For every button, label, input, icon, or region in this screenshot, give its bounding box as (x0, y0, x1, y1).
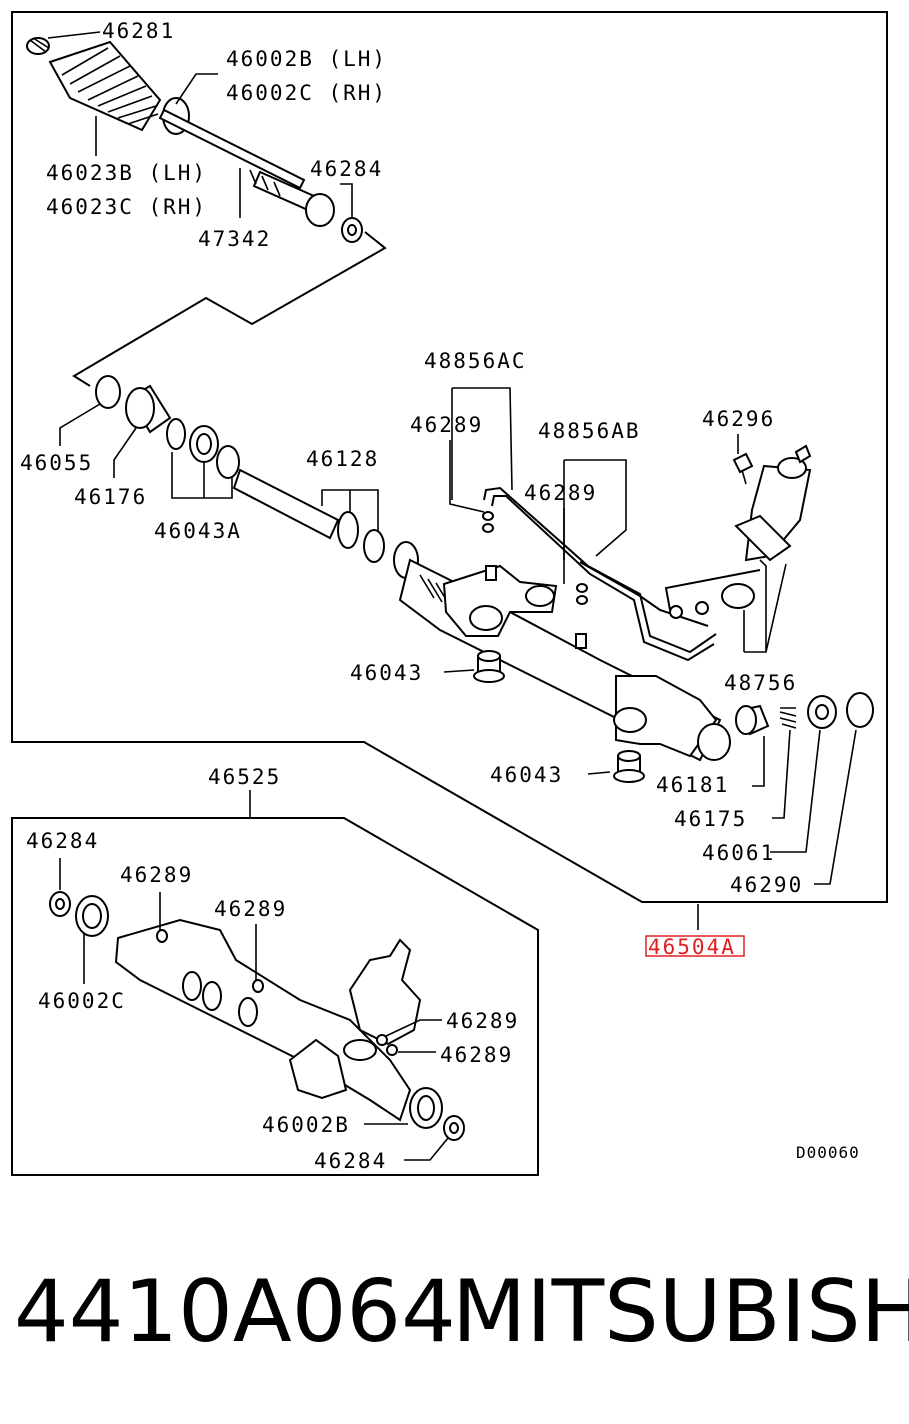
phantom-valve-line (664, 569, 761, 611)
sub-assembly-frame (11, 817, 539, 1176)
callout-labels: 46281 46002B (LH) 46002C (RH) 46023B (LH… (20, 19, 860, 1173)
sub-housing-valve (348, 938, 422, 1046)
callout-46289-e: 46289 (446, 1009, 519, 1033)
callout-46284-left: 46284 (26, 829, 99, 853)
oring-part-2 (216, 445, 240, 479)
sub-seal-1 (182, 971, 202, 1001)
sub-plug-2 (252, 979, 264, 993)
sub-plug-4 (386, 1044, 398, 1056)
callout-46043A: 46043A (154, 519, 242, 543)
callout-46002C: 46002C (38, 989, 126, 1013)
callout-46023C-rh: 46023C (RH) (46, 195, 207, 219)
callout-46504A[interactable]: 46504A (648, 935, 736, 959)
gear-housing (232, 444, 812, 762)
sub-plug-3 (376, 1034, 388, 1046)
callout-47342: 47342 (198, 227, 271, 251)
callout-46002B: 46002B (262, 1113, 350, 1137)
bushing-part (125, 384, 172, 434)
callout-46061: 46061 (702, 841, 775, 865)
pressure-pipe-upper (483, 486, 717, 654)
product-footer: 4410A064 MITSUBISHI (0, 1262, 909, 1372)
callout-46002B-lh: 46002B (LH) (226, 47, 387, 71)
callout-46289-c: 46289 (120, 863, 193, 887)
sub-lock-nut-right (443, 1115, 465, 1141)
callout-46525: 46525 (208, 765, 281, 789)
leader-lines-sub (59, 858, 449, 1161)
callout-46043-a: 46043 (350, 661, 423, 685)
rack-boot-part (48, 40, 162, 132)
sub-plug-1 (156, 929, 168, 943)
sub-lock-nut-left (49, 891, 71, 917)
plug-cap-part (807, 695, 837, 729)
tie-rod-group (26, 37, 363, 243)
callout-46284-top: 46284 (310, 157, 383, 181)
tie-rod-part (158, 108, 335, 227)
oring-part-48756-a (669, 605, 683, 619)
callout-48856AB: 48856AB (538, 419, 641, 443)
callout-46289-d: 46289 (214, 897, 287, 921)
plug-part-1 (482, 511, 494, 521)
plug-part-2 (482, 523, 494, 533)
grommet-part-2 (613, 750, 645, 783)
sub-seal-3 (238, 997, 258, 1027)
plug-part-3 (576, 583, 588, 593)
lock-nut-part (341, 217, 363, 243)
callout-46289-f: 46289 (440, 1043, 513, 1067)
callout-46176: 46176 (74, 485, 147, 509)
oring-part-46290 (846, 692, 874, 728)
callout-48856AC: 48856AC (424, 349, 527, 373)
grommet-part-1 (473, 650, 505, 683)
pressure-pipe-lower (579, 561, 709, 627)
sub-oring-large (343, 1039, 377, 1061)
sub-seal-2 (202, 981, 222, 1011)
callout-46055: 46055 (20, 451, 93, 475)
callout-46175: 46175 (674, 807, 747, 831)
snap-ring-part (95, 375, 121, 409)
part-number: 4410A064 (14, 1262, 456, 1362)
callout-46289-b: 46289 (524, 481, 597, 505)
callout-46181: 46181 (656, 773, 729, 797)
cover-part (735, 704, 770, 736)
callout-46289-a: 46289 (410, 413, 483, 437)
callout-46002C-rh: 46002C (RH) (226, 81, 387, 105)
spring-part (779, 707, 797, 729)
main-assembly-frame (11, 11, 888, 903)
oring-part-1 (166, 418, 186, 450)
sub-band-right (409, 1087, 443, 1129)
callout-46284-bottom: 46284 (314, 1149, 387, 1173)
callout-46296: 46296 (702, 407, 775, 431)
highlight-box (645, 935, 745, 957)
oring-part-48756-c (721, 583, 755, 609)
oring-part-48756-b (695, 601, 709, 615)
phantom-connection-line (72, 231, 387, 387)
diagram-code: D00060 (796, 1143, 860, 1162)
callout-46128: 46128 (306, 447, 379, 471)
leader-lines-top (47, 31, 857, 930)
callout-48756: 48756 (724, 671, 797, 695)
callout-46043-b: 46043 (490, 763, 563, 787)
plug-part-4 (576, 595, 588, 605)
callout-46281: 46281 (102, 19, 175, 43)
callout-46023B-lh: 46023B (LH) (46, 161, 207, 185)
sub-assembly-drawing (49, 891, 465, 1141)
brand-name: MITSUBISHI (452, 1262, 909, 1362)
sub-band-left (75, 895, 109, 937)
bolt-part (732, 452, 754, 485)
rack-small-parts (95, 375, 240, 479)
pressure-pipe-upper-inner (491, 495, 715, 662)
boot-clamp-part (26, 37, 50, 55)
sub-housing-mount (288, 1038, 348, 1100)
callout-46290: 46290 (730, 873, 803, 897)
seal-part (189, 425, 219, 463)
